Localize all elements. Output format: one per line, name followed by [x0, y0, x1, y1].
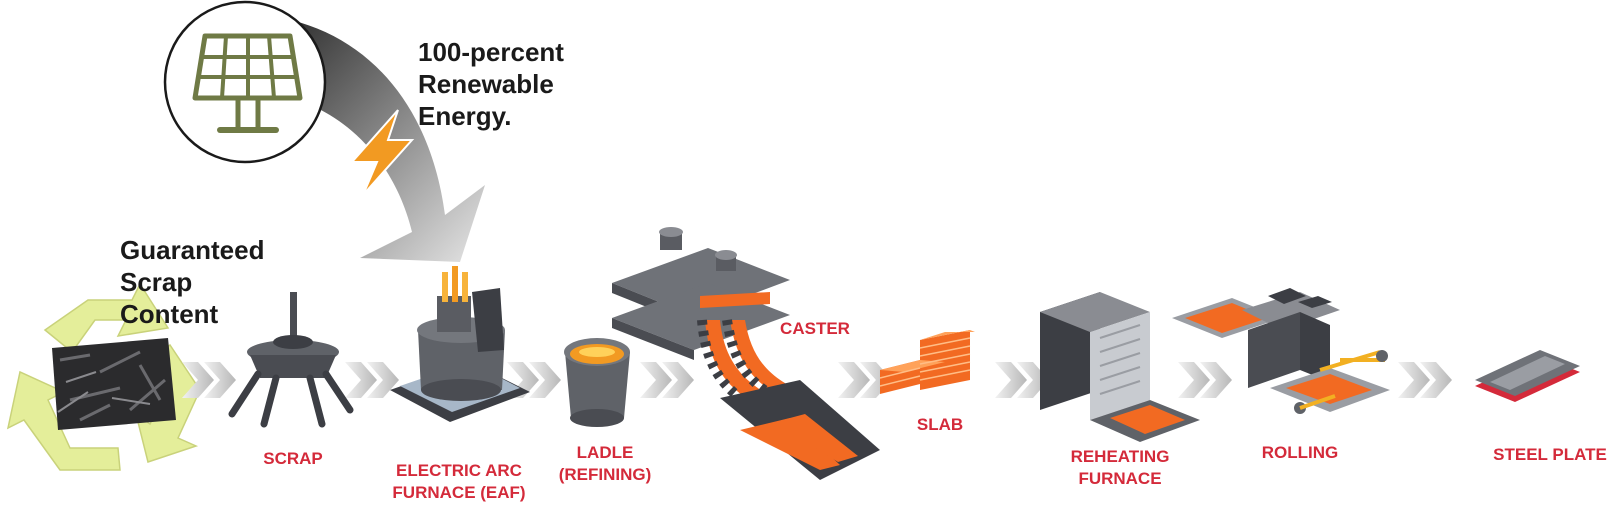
scrap-content-line-3: Content: [120, 299, 219, 329]
step-label-reheating: REHEATING FURNACE: [1060, 446, 1180, 490]
step-label-eaf-line-1: ELECTRIC ARC: [396, 461, 522, 480]
renewable-energy-line-3: Energy.: [418, 101, 512, 131]
step-label-scrap-line-1: SCRAP: [263, 449, 323, 468]
solar-panel-icon: [163, 0, 327, 164]
step-label-caster: CASTER: [770, 318, 860, 340]
step-label-eaf-line-2: FURNACE (EAF): [392, 483, 526, 502]
electric-arc-furnace-illustration: [390, 266, 530, 422]
step-label-reheating-line-1: REHEATING: [1070, 447, 1170, 466]
scrap-grab-illustration: [228, 292, 354, 428]
reheating-furnace-illustration: [1040, 292, 1200, 442]
scrap-bale: [52, 338, 176, 430]
scrap-content-line-2: Scrap: [120, 267, 193, 297]
step-label-rolling-line-1: ROLLING: [1261, 443, 1339, 462]
step-label-ladle: LADLE (REFINING): [555, 442, 655, 486]
flow-arrow-7: [1178, 362, 1232, 398]
scrap-content-line-1: Guaranteed: [120, 235, 265, 265]
step-label-eaf: ELECTRIC ARC FURNACE (EAF): [385, 460, 533, 504]
rolling-mill-illustration: [1172, 288, 1390, 414]
caster-illustration: [612, 227, 880, 480]
step-label-slab-line-1: SLAB: [916, 415, 964, 434]
step-label-plate-line-1: STEEL PLATE: [1493, 445, 1607, 464]
lightning-bolt-icon: [349, 109, 415, 196]
step-label-scrap: SCRAP: [258, 448, 328, 470]
renewable-energy-line-2: Renewable: [418, 69, 554, 99]
flow-arrow-8: [1398, 362, 1452, 398]
steel-plate-illustration: [1475, 350, 1580, 402]
step-label-reheating-line-2: FURNACE: [1078, 469, 1162, 488]
step-label-plate: STEEL PLATE: [1490, 444, 1610, 466]
step-label-slab: SLAB: [905, 414, 975, 436]
ladle-illustration: [564, 338, 630, 427]
renewable-energy-callout: 100-percent Renewable Energy.: [418, 36, 618, 132]
slab-illustration: [879, 330, 975, 394]
scrap-content-callout: Guaranteed Scrap Content: [120, 234, 310, 330]
flow-arrow-4: [640, 362, 694, 398]
renewable-energy-line-1: 100-percent: [418, 37, 564, 67]
flow-arrow-2: [345, 362, 399, 398]
step-label-ladle-line-2: (REFINING): [558, 465, 652, 484]
step-label-ladle-line-1: LADLE: [576, 443, 634, 462]
step-label-rolling: ROLLING: [1255, 442, 1345, 464]
step-label-caster-line-1: CASTER: [780, 319, 850, 338]
